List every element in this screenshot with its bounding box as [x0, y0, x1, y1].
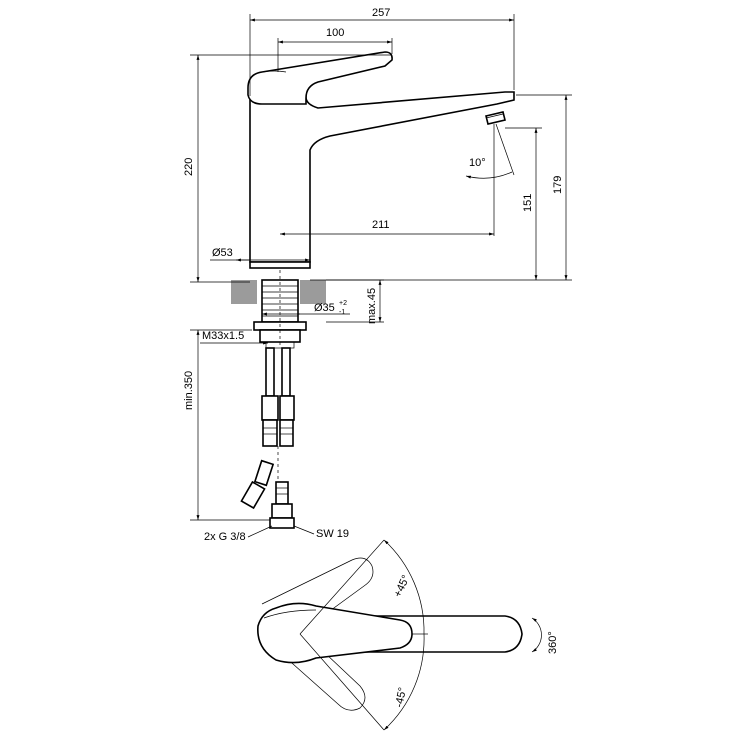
countertop-left [231, 280, 257, 304]
countertop-right [300, 280, 326, 304]
dim-hole-diameter: Ø35 [314, 302, 335, 314]
faucet-lever [247, 51, 393, 105]
dim-max-thickness: max.45 [366, 288, 378, 324]
lever-top-view: +45° -45° 360° [257, 539, 559, 731]
lever-position-down [265, 619, 366, 711]
dim-hose-length: min.350 [183, 371, 195, 410]
lever-top [257, 602, 413, 664]
hose-fittings [240, 459, 295, 529]
dim-body-diameter: Ø53 [212, 247, 233, 259]
base-ring [249, 261, 311, 269]
dim-thread: M33x1.5 [202, 330, 244, 342]
dimension-lines: 257 100 220 179 151 10° 211 Ø53 Ø35 [183, 7, 572, 543]
dim-hole-tol-plus: +2 [339, 300, 347, 307]
dim-wrench: SW 19 [316, 528, 349, 540]
dim-height-total: 220 [183, 158, 195, 176]
angle-aerator-tilt: 10° [469, 157, 486, 169]
lever-position-up [261, 557, 374, 641]
angle-lever-up: +45° [392, 573, 413, 599]
dim-spout-reach: 211 [372, 219, 390, 231]
dim-overall-width: 257 [372, 7, 390, 19]
supply-hoses [261, 347, 295, 447]
dim-aerator-height: 151 [522, 194, 534, 212]
dim-spout-height: 179 [552, 176, 564, 194]
dim-hole-tol-minus: -1 [339, 309, 345, 316]
faucet-body [249, 91, 515, 263]
dim-connection: 2x G 3/8 [204, 531, 246, 543]
angle-swivel: 360° [547, 631, 559, 654]
aerator [485, 111, 506, 125]
dim-lever-width: 100 [326, 27, 344, 39]
angle-lever-down: -45° [393, 686, 409, 708]
faucet-side-view [231, 51, 515, 529]
